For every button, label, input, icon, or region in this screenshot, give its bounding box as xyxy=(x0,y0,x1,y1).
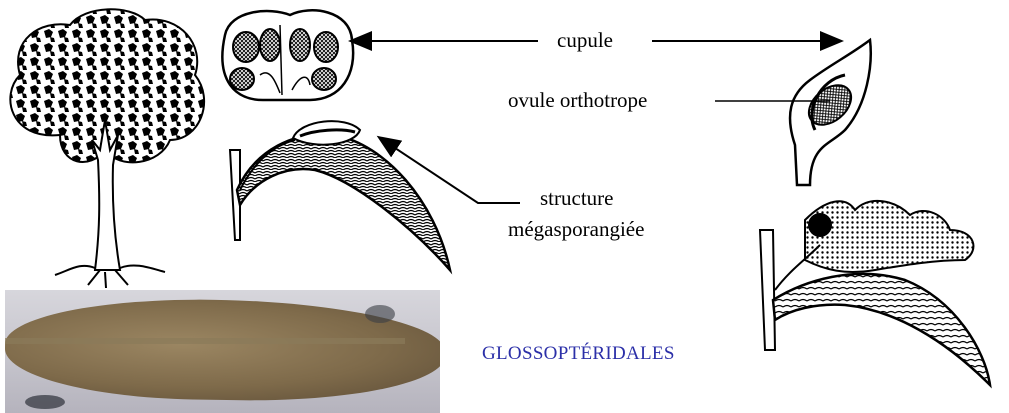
cupule-label: cupule xyxy=(557,28,613,53)
group-title: GLOSSOPTÉRIDALES xyxy=(482,343,675,365)
structure-label-line1: structure xyxy=(540,186,613,211)
structure-label-line2: mégasporangiée xyxy=(508,217,644,242)
ovule-label: ovule orthotrope xyxy=(508,88,647,113)
structure-arrow xyxy=(380,138,520,203)
